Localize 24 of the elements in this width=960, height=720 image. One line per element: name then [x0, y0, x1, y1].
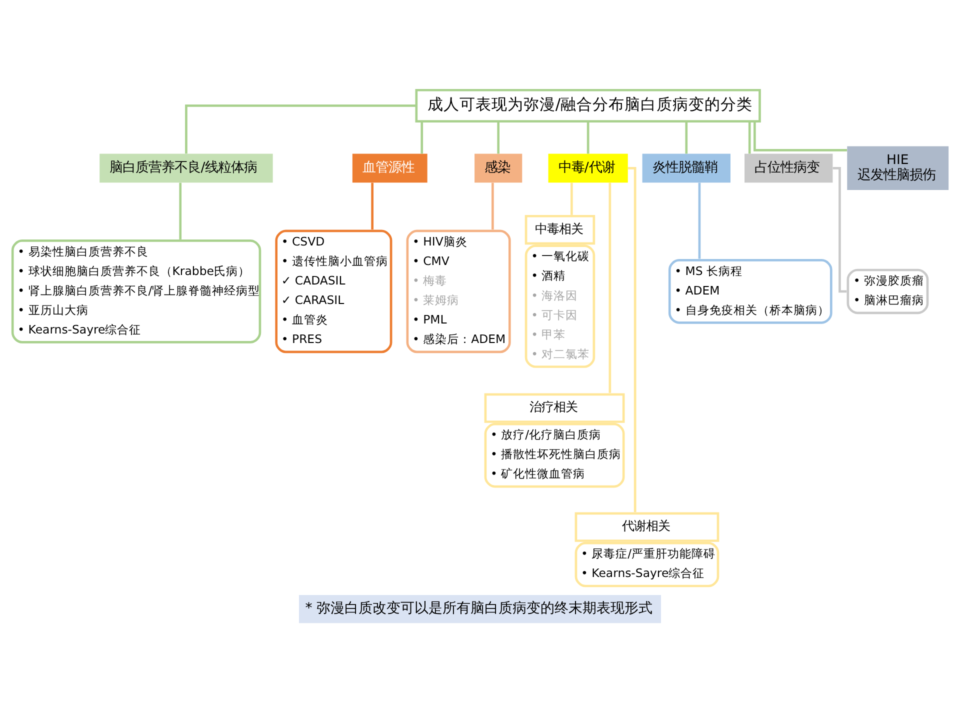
node-box: 中毒/代谢: [548, 153, 628, 182]
connector: [420, 120, 424, 154]
connector: [371, 182, 374, 230]
connector: [570, 182, 573, 214]
connector: [832, 166, 847, 292]
node-box: 成人可表现为弥漫/融合分布脑白质病变的分类: [415, 88, 761, 122]
node-box: 炎性脱髓鞘: [642, 153, 730, 182]
connector: [628, 166, 636, 512]
node-box: 占位性病变: [744, 153, 833, 182]
connector: [754, 121, 847, 151]
connector: [748, 120, 751, 154]
connector: [185, 104, 416, 154]
connector: [586, 120, 590, 154]
connector: [179, 182, 182, 239]
caption: * 弥漫白质改变可以是所有脑白质病变的终末期表现形式: [305, 600, 653, 616]
connector: [685, 120, 688, 154]
connector: [698, 182, 701, 258]
node-box: 脑白质营养不良/线粒体病: [100, 153, 273, 182]
connector: [497, 120, 500, 154]
connector: [608, 182, 612, 392]
node-box: 感染: [474, 153, 522, 182]
connector: [492, 182, 494, 230]
node-box: HIE 迟发性脑损伤: [847, 146, 949, 190]
node-box: 血管源性: [352, 153, 428, 182]
